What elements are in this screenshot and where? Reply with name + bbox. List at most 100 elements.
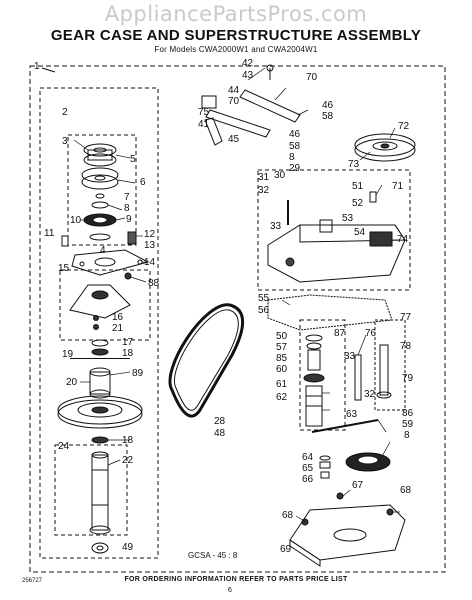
shift-lever-part	[204, 64, 301, 146]
callout-89: 89	[132, 368, 144, 379]
mounting-plate-part	[71, 249, 150, 276]
callout-72: 72	[398, 121, 410, 132]
callout-21: 21	[112, 323, 124, 334]
callout-64: 64	[302, 452, 314, 463]
callout-9: 9	[126, 214, 132, 225]
screw-16	[93, 315, 99, 321]
washer-part	[95, 193, 105, 199]
leader-1	[41, 67, 56, 73]
callout-69: 69	[280, 544, 292, 555]
gear-59-part	[345, 452, 391, 472]
callout-63: 63	[346, 409, 358, 420]
diagram-subtitle: For Models CWA2000W1 and CWA2004W1	[154, 45, 318, 54]
callout-70: 70	[306, 72, 318, 83]
thrust-washer-part	[91, 201, 109, 209]
callout-79: 79	[402, 373, 414, 384]
gear-part	[81, 167, 119, 190]
agitator-pulley-part	[354, 133, 416, 162]
drive-shaft-part	[89, 451, 111, 535]
callout-18-b: 18	[122, 435, 134, 446]
drawing-stamp: GCSA - 45 : 8	[188, 551, 238, 560]
callout-53: 53	[342, 213, 354, 224]
drive-belt-part	[168, 303, 245, 418]
bolt-52	[369, 191, 377, 203]
callout-18: 18	[122, 348, 134, 359]
callout-62: 62	[276, 392, 288, 403]
cam-box	[374, 319, 406, 411]
callout-61: 61	[276, 379, 288, 390]
washer-18b	[91, 436, 109, 444]
callout-56: 56	[258, 305, 270, 316]
callout-68-b: 68	[282, 510, 294, 521]
bracket-75	[201, 95, 217, 109]
callout-76: 76	[365, 328, 377, 339]
callout-5: 5	[130, 154, 136, 165]
callout-58: 58	[322, 111, 334, 122]
spring-part	[127, 231, 137, 245]
callout-55: 55	[258, 293, 270, 304]
callout-17: 17	[122, 337, 134, 348]
callout-14: 14	[144, 257, 156, 268]
callout-30: 30	[274, 170, 286, 181]
callout-46: 46	[322, 100, 334, 111]
callout-54: 54	[354, 227, 366, 238]
callout-45: 45	[228, 134, 240, 145]
callout-12: 12	[144, 229, 156, 240]
shift-rod	[311, 419, 379, 433]
callout-32-b: 32	[364, 389, 376, 400]
callout-20: 20	[66, 377, 78, 388]
leader-lines	[73, 67, 400, 523]
screw-67	[336, 492, 344, 500]
bolt-65	[319, 461, 331, 469]
callout-65: 65	[302, 463, 314, 474]
callout-71: 71	[392, 181, 404, 192]
cam-gear-part	[83, 143, 117, 167]
callout-67: 67	[352, 480, 364, 491]
callout-77: 77	[400, 312, 412, 323]
callout-33-b: 33	[344, 351, 356, 362]
callout-78: 78	[400, 341, 412, 352]
callout-60: 60	[276, 364, 288, 375]
pinion-stack-part	[303, 334, 325, 427]
page-number: 6	[228, 587, 232, 594]
left-assembly-frame	[39, 87, 159, 559]
callout-70-b: 70	[228, 96, 240, 107]
callout-46-b: 46	[289, 129, 301, 140]
callout-51: 51	[352, 181, 364, 192]
diagram-title: GEAR CASE AND SUPERSTRUCTURE ASSEMBLY	[50, 27, 422, 44]
callout-28: 28	[214, 416, 226, 427]
callout-4: 4	[100, 245, 106, 256]
callout-6: 6	[140, 177, 146, 188]
gasket-part	[267, 294, 393, 331]
washer-18a	[91, 348, 109, 356]
callout-48: 48	[214, 428, 226, 439]
callout-66: 66	[302, 474, 314, 485]
callout-42: 42	[242, 58, 254, 69]
document-number: 256727	[22, 578, 43, 584]
callout-13: 13	[144, 240, 156, 251]
washer-lower-part	[89, 233, 111, 241]
gearcase-frame	[257, 169, 411, 291]
callout-8-top: 8	[289, 152, 295, 163]
pinion-gear-part	[83, 213, 117, 227]
callout-7: 7	[124, 192, 130, 203]
callout-31: 31	[258, 172, 270, 183]
callout-43: 43	[242, 70, 254, 81]
callout-16: 16	[112, 312, 124, 323]
bushing-part	[89, 367, 111, 399]
pin-part	[61, 235, 69, 247]
callout-11: 11	[44, 228, 55, 239]
gearcase-base-part	[289, 504, 406, 567]
shaft-subframe	[54, 444, 128, 536]
outer-dashed-frame	[29, 65, 446, 573]
callout-49: 49	[122, 542, 134, 553]
callout-22: 22	[122, 455, 134, 466]
callout-8: 8	[124, 203, 130, 214]
callout-41: 41	[198, 119, 210, 130]
bolt-66	[320, 471, 330, 479]
gearcase-cover-part	[267, 219, 406, 283]
callout-52: 52	[352, 198, 364, 209]
callout-3: 3	[62, 136, 68, 147]
screw-88	[124, 272, 132, 280]
